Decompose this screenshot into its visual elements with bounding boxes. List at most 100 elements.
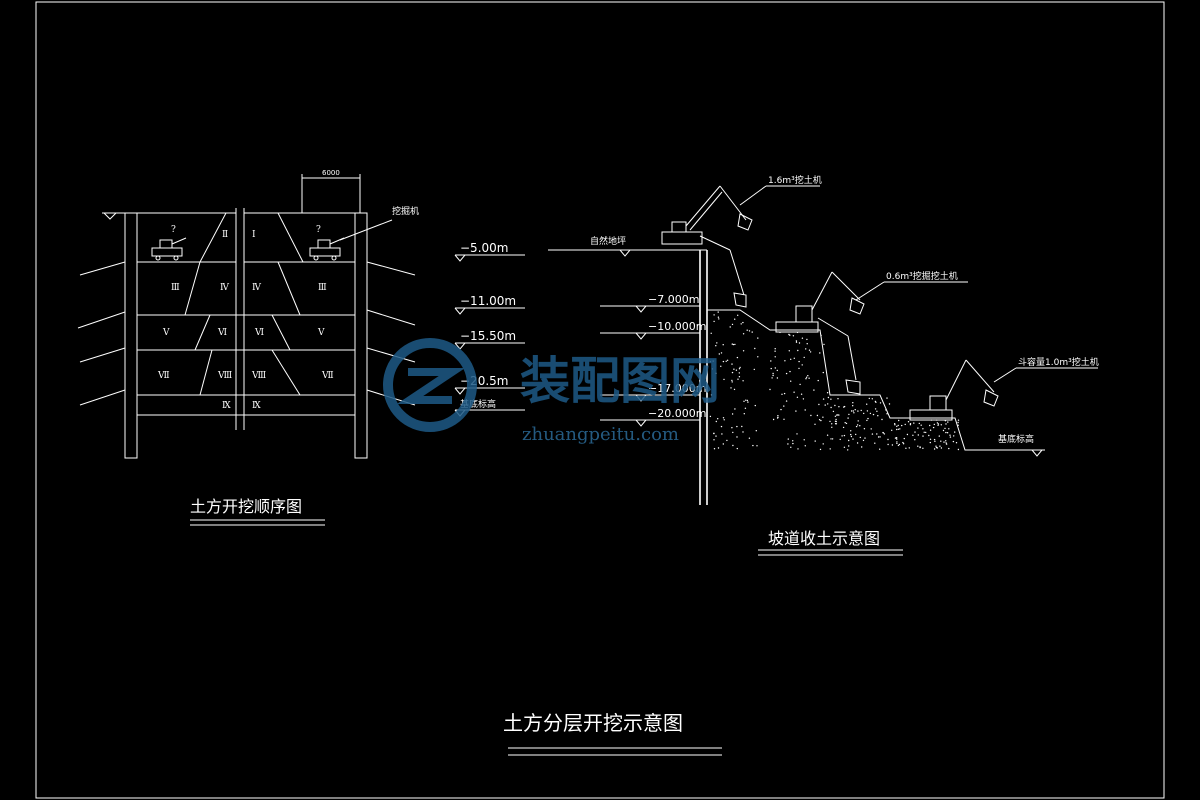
soil-speck (923, 431, 925, 433)
soil-speck (780, 408, 782, 411)
excavator-label: 斗容量1.0m³挖土机 (1018, 356, 1099, 368)
soil-speck (747, 401, 749, 403)
soil-speck (954, 431, 956, 433)
soil-speck (748, 437, 751, 439)
soil-speck (948, 447, 950, 450)
soil-speck (774, 350, 776, 352)
soil-speck (745, 399, 747, 401)
soil-speck (855, 433, 857, 436)
soil-speck (945, 440, 947, 442)
soil-speck (721, 433, 723, 435)
soil-speck (717, 447, 720, 449)
soil-speck (933, 423, 935, 426)
soil-speck (937, 423, 940, 425)
soil-speck (743, 400, 745, 402)
soil-speck (772, 418, 775, 421)
soil-speck (740, 323, 742, 325)
ramp-elevation: −10.000m (648, 320, 706, 333)
soil-speck (737, 378, 739, 380)
layer-label: Ⅸ (252, 401, 261, 411)
soil-speck (866, 403, 868, 405)
soil-speck (709, 415, 712, 418)
soil-speck (813, 389, 815, 391)
soil-speck (857, 420, 859, 422)
soil-speck (751, 331, 753, 333)
soil-speck (886, 397, 888, 399)
soil-speck (732, 343, 735, 346)
soil-speck (730, 387, 732, 389)
soil-speck (819, 352, 821, 354)
soil-speck (877, 415, 879, 417)
soil-speck (894, 424, 896, 426)
soil-speck (869, 412, 872, 415)
soil-speck (894, 423, 896, 425)
soil-speck (852, 438, 854, 440)
soil-speck (792, 442, 794, 445)
soil-speck (755, 430, 757, 432)
soil-speck (862, 439, 865, 442)
soil-speck (718, 318, 720, 320)
soil-speck (907, 421, 910, 423)
soil-speck (734, 318, 736, 320)
soil-speck (914, 431, 916, 433)
layer-label: Ⅱ (222, 230, 228, 240)
soil-speck (710, 332, 712, 334)
soil-speck (733, 368, 735, 370)
soil-speck (829, 448, 831, 450)
soil-speck (808, 377, 810, 379)
soil-speck (796, 433, 798, 435)
ramp-elevation: −17.000m (648, 382, 706, 395)
soil-speck (738, 376, 741, 378)
excavator-label: 1.6m³挖土机 (768, 174, 822, 186)
soil-speck (826, 392, 829, 394)
excavator-icon (909, 359, 999, 421)
soil-speck (744, 407, 747, 409)
soil-speck (839, 438, 841, 441)
soil-speck (713, 314, 715, 316)
soil-speck (933, 448, 936, 450)
soil-speck (871, 398, 873, 400)
soil-speck (743, 413, 745, 415)
soil-speck (863, 428, 866, 430)
soil-speck (713, 439, 715, 441)
soil-speck (879, 448, 881, 450)
soil-speck (731, 363, 733, 365)
soil-speck (731, 413, 734, 415)
elevation-label: −11.00m (460, 294, 516, 308)
soil-speck (722, 417, 725, 419)
soil-speck (720, 352, 723, 354)
soil-speck (949, 436, 952, 438)
soil-speck (894, 437, 897, 439)
soil-speck (899, 428, 901, 430)
soil-speck (841, 435, 843, 437)
soil-speck (713, 448, 716, 450)
main-title: 土方分层开挖示意图 (503, 711, 683, 735)
soil-speck (736, 356, 739, 359)
soil-speck (936, 447, 939, 449)
soil-speck (785, 372, 788, 375)
soil-speck (785, 400, 788, 402)
soil-speck (881, 418, 883, 421)
soil-speck (790, 358, 792, 360)
soil-speck (848, 439, 850, 442)
soil-speck (822, 443, 824, 445)
soil-speck (850, 430, 852, 432)
soil-speck (831, 423, 833, 425)
soil-speck (938, 435, 940, 437)
excavator-icon (661, 185, 753, 308)
soil-speck (850, 410, 853, 412)
soil-speck (835, 418, 837, 421)
soil-speck (772, 374, 774, 377)
soil-speck (784, 360, 786, 362)
soil-speck (797, 349, 799, 352)
soil-speck (787, 438, 789, 440)
soil-speck (731, 381, 733, 383)
soil-speck (718, 353, 720, 355)
soil-speck (945, 442, 947, 444)
soil-speck (723, 419, 725, 421)
soil-speck (822, 416, 824, 418)
soil-speck (788, 350, 790, 352)
soil-speck (939, 445, 941, 447)
layer-label: Ⅵ (254, 328, 264, 338)
soil-speck (717, 311, 719, 313)
